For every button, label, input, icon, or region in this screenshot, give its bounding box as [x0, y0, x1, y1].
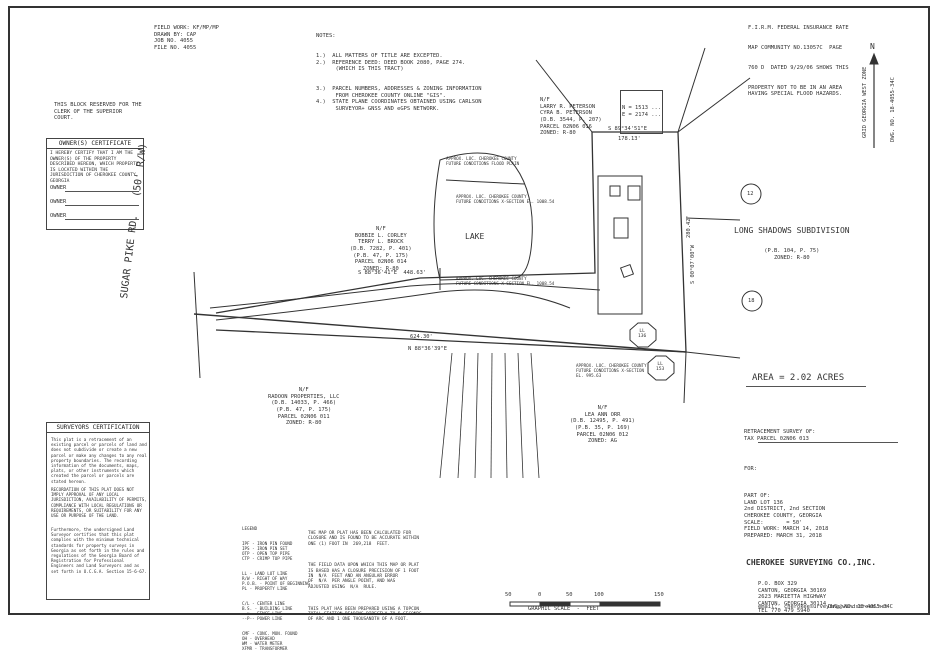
owner-certificate: OWNER(S) CERTIFICATE I HEREBY CERTIFY TH… [46, 138, 144, 230]
ll-153-badge: LL 153 [656, 362, 665, 372]
surveyor-cert-p2: RECORDATION OF THIS PLAT DOES NOT IMPLY … [51, 487, 147, 519]
company-name: CHEROKEE SURVEYING CO.,INC. [746, 558, 877, 567]
area-label: AREA = 2.02 ACRES [752, 373, 845, 383]
lot-18: 18 [748, 298, 755, 304]
north-label: N [870, 42, 875, 51]
ll-136-badge: LL 136 [638, 329, 647, 339]
scale-tick-150: 150 [654, 592, 664, 598]
owner-line-3: OWNER [50, 213, 67, 219]
bearing-east: S 00°07'00"W [690, 245, 696, 284]
scale-tick-0: 0 [538, 592, 542, 598]
surveyor-cert-p1: This plat is a retracement of an existin… [51, 437, 147, 484]
bearing-top-dist: 178.13' [618, 136, 641, 142]
scale-tick-50a: 50 [505, 592, 512, 598]
bearing-bottom: N 88°36'39"E [408, 346, 447, 352]
retracement-block: RETRACEMENT SURVEY OF:TAX PARCEL 02N06 0… [744, 429, 816, 472]
surveyor-cert-title: SURVEYORS CERTIFICATION [47, 423, 149, 433]
owner-line-1: OWNER [50, 185, 67, 191]
survey-drawing [193, 47, 879, 607]
notes-block: NOTES: 1.) ALL MATTERS OF TITLE ARE EXCE… [316, 33, 482, 112]
bearing-east-dist: 280.42' [686, 215, 692, 238]
surveyor-certification: SURVEYORS CERTIFICATION This plat is a r… [46, 422, 150, 600]
bearing-mid: S 88°36'41"E 448.63' [358, 270, 427, 276]
clerk-block: THIS BLOCK RESERVED FOR THE CLERK OF THE… [54, 102, 142, 122]
scale-label: GRAPHIC SCALE - FEET [528, 606, 600, 612]
grid-zone-label: GRID GEORGIA WEST ZONE [862, 66, 868, 138]
subdivision-label: LONG SHADOWS SUBDIVISION (P.B. 104, P. 7… [734, 226, 850, 261]
dwg-side-label: DWG. NO. 18-4055-34C [890, 77, 896, 142]
lot-12: 12 [747, 191, 754, 197]
dwg-number: DWG. NO. 18-4055-34C [828, 604, 893, 610]
bearing-bottom-dist: 624.30' [410, 334, 433, 340]
coord-box: N = 1513 ...E = 2174 ... [620, 90, 663, 134]
owner-cert-title: OWNER(S) CERTIFICATE [47, 139, 143, 149]
scale-tick-50b: 50 [566, 592, 573, 598]
lake-label: LAKE [465, 232, 485, 241]
scale-tick-100: 100 [594, 592, 604, 598]
surveyor-cert-p3: Furthermore, the undersigned Land Survey… [51, 527, 147, 574]
owner-line-2: OWNER [50, 199, 67, 205]
owner-cert-text: I HEREBY CERTIFY THAT I AM THE OWNER(S) … [50, 151, 139, 184]
bearing-top: S 89°34'51"E [608, 126, 647, 132]
company-email: email: cherokeesurveying@windstream.net [758, 604, 888, 610]
firm-note: F.I.R.M. FEDERAL INSURANCE RATE MAP COMM… [748, 25, 849, 98]
